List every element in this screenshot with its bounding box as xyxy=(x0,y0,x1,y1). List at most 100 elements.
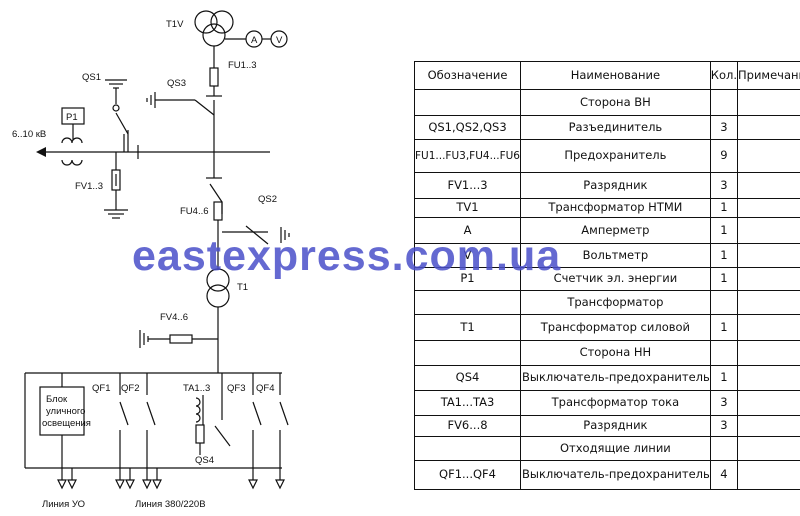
cell-qty: 3 xyxy=(709,172,739,199)
table-header-row: Обозначение Наименование Кол. Примечания xyxy=(414,61,800,90)
cell-name: Разрядник xyxy=(520,172,711,199)
header-notes: Примечания xyxy=(737,61,800,90)
header-name: Наименование xyxy=(520,61,711,90)
cell-designation: P1 xyxy=(414,267,521,291)
cell-designation: T1 xyxy=(414,314,521,341)
cell-notes xyxy=(737,89,800,116)
cell-name: Трансформатор силовой xyxy=(520,314,711,341)
qs1-label: QS1 xyxy=(82,72,101,83)
cell-name: Сторона НН xyxy=(520,340,711,366)
qs4-label: QS4 xyxy=(195,455,214,466)
t1-secondary xyxy=(206,284,230,308)
tv1-winding-bottom xyxy=(202,23,226,47)
cell-name: Сторона ВН xyxy=(520,89,711,116)
tv1-winding-left xyxy=(194,10,218,34)
qf4-label: QF4 xyxy=(256,383,274,394)
header-designation: Обозначение xyxy=(414,61,521,90)
cell-name: Трансформатор xyxy=(520,290,711,315)
t1-label: T1 xyxy=(237,282,248,293)
fu4-6-label: FU4..6 xyxy=(180,206,209,217)
cell-designation: QS1,QS2,QS3 xyxy=(414,115,521,140)
cell-designation xyxy=(414,290,521,315)
qf2-breaker xyxy=(146,373,156,468)
block-line3: освещения xyxy=(42,418,91,429)
cell-notes xyxy=(737,243,800,268)
cell-qty: 3 xyxy=(709,390,739,416)
cell-designation: A xyxy=(414,217,521,244)
cell-designation: V xyxy=(414,243,521,268)
cell-name: Вольтметр xyxy=(520,243,711,268)
qf1-label: QF1 xyxy=(92,383,110,394)
single-line-diagram: A V T1V FU1..3 QS3 QS1 P1 6..10 кВ FV1..… xyxy=(12,10,290,510)
cell-qty: 1 xyxy=(709,267,739,291)
specification-table: Обозначение Наименование Кол. Примечания… xyxy=(414,61,800,490)
tv1-winding-right xyxy=(210,10,234,34)
block-line1: Блок xyxy=(46,394,68,405)
cell-name: Разъединитель xyxy=(520,115,711,140)
cell-designation: FV1...3 xyxy=(414,172,521,199)
cell-name: Счетчик эл. энергии xyxy=(520,267,711,291)
qf2-label: QF2 xyxy=(121,383,139,394)
fu4-6-fuse xyxy=(213,201,223,221)
cell-notes xyxy=(737,267,800,291)
cell-name: Выключатель-предохранитель xyxy=(520,365,711,391)
cell-name: Отходящие линии xyxy=(520,436,711,461)
cell-name: Разрядник xyxy=(520,415,711,437)
cell-qty: 1 xyxy=(709,365,739,391)
meter-v-label: V xyxy=(276,35,283,46)
cell-qty xyxy=(709,89,739,116)
cell-qty: 4 xyxy=(709,460,739,490)
qs3-label: QS3 xyxy=(167,78,186,89)
cell-qty: 1 xyxy=(709,217,739,244)
table-row: Отходящие линии xyxy=(414,436,800,461)
cell-qty xyxy=(709,340,739,366)
qf3-breaker xyxy=(252,373,262,468)
cell-notes xyxy=(737,198,800,218)
cell-designation xyxy=(414,436,521,461)
cell-notes xyxy=(737,139,800,173)
cell-name: Трансформатор тока xyxy=(520,390,711,416)
cell-designation xyxy=(414,340,521,366)
line-380-label: Линия 380/220В xyxy=(135,499,206,510)
cell-notes xyxy=(737,415,800,437)
table-row: Сторона НН xyxy=(414,340,800,366)
qf4-breaker xyxy=(279,373,289,468)
fu1-3-fuse xyxy=(209,67,219,87)
cell-notes xyxy=(737,436,800,461)
cell-notes xyxy=(737,340,800,366)
fv4-6-label: FV4..6 xyxy=(160,312,188,323)
qf3-label: QF3 xyxy=(227,383,245,394)
ta1-3-current-transformer xyxy=(195,397,201,423)
p1-label: P1 xyxy=(66,112,78,123)
cell-designation xyxy=(414,89,521,116)
meter-a-label: A xyxy=(251,35,258,46)
qf1-breaker xyxy=(119,373,129,468)
t1-primary xyxy=(206,268,230,292)
cell-qty: 9 xyxy=(709,139,739,173)
cell-designation: FV6...8 xyxy=(414,415,521,437)
fu1-3-label: FU1..3 xyxy=(228,60,257,71)
cell-notes xyxy=(737,314,800,341)
cell-notes xyxy=(737,217,800,244)
cell-qty: 1 xyxy=(709,243,739,268)
cell-designation: QF1...QF4 xyxy=(414,460,521,490)
header-qty: Кол. xyxy=(709,61,739,90)
cell-notes xyxy=(737,290,800,315)
cell-name: Амперметр xyxy=(520,217,711,244)
cell-name: Трансформатор НТМИ xyxy=(520,198,711,218)
qs4-fuse xyxy=(195,424,205,444)
cell-qty: 1 xyxy=(709,314,739,341)
tv1-label: T1V xyxy=(166,19,184,30)
qs2-label: QS2 xyxy=(258,194,277,205)
cell-name: Выключатель-предохранитель xyxy=(520,460,711,490)
